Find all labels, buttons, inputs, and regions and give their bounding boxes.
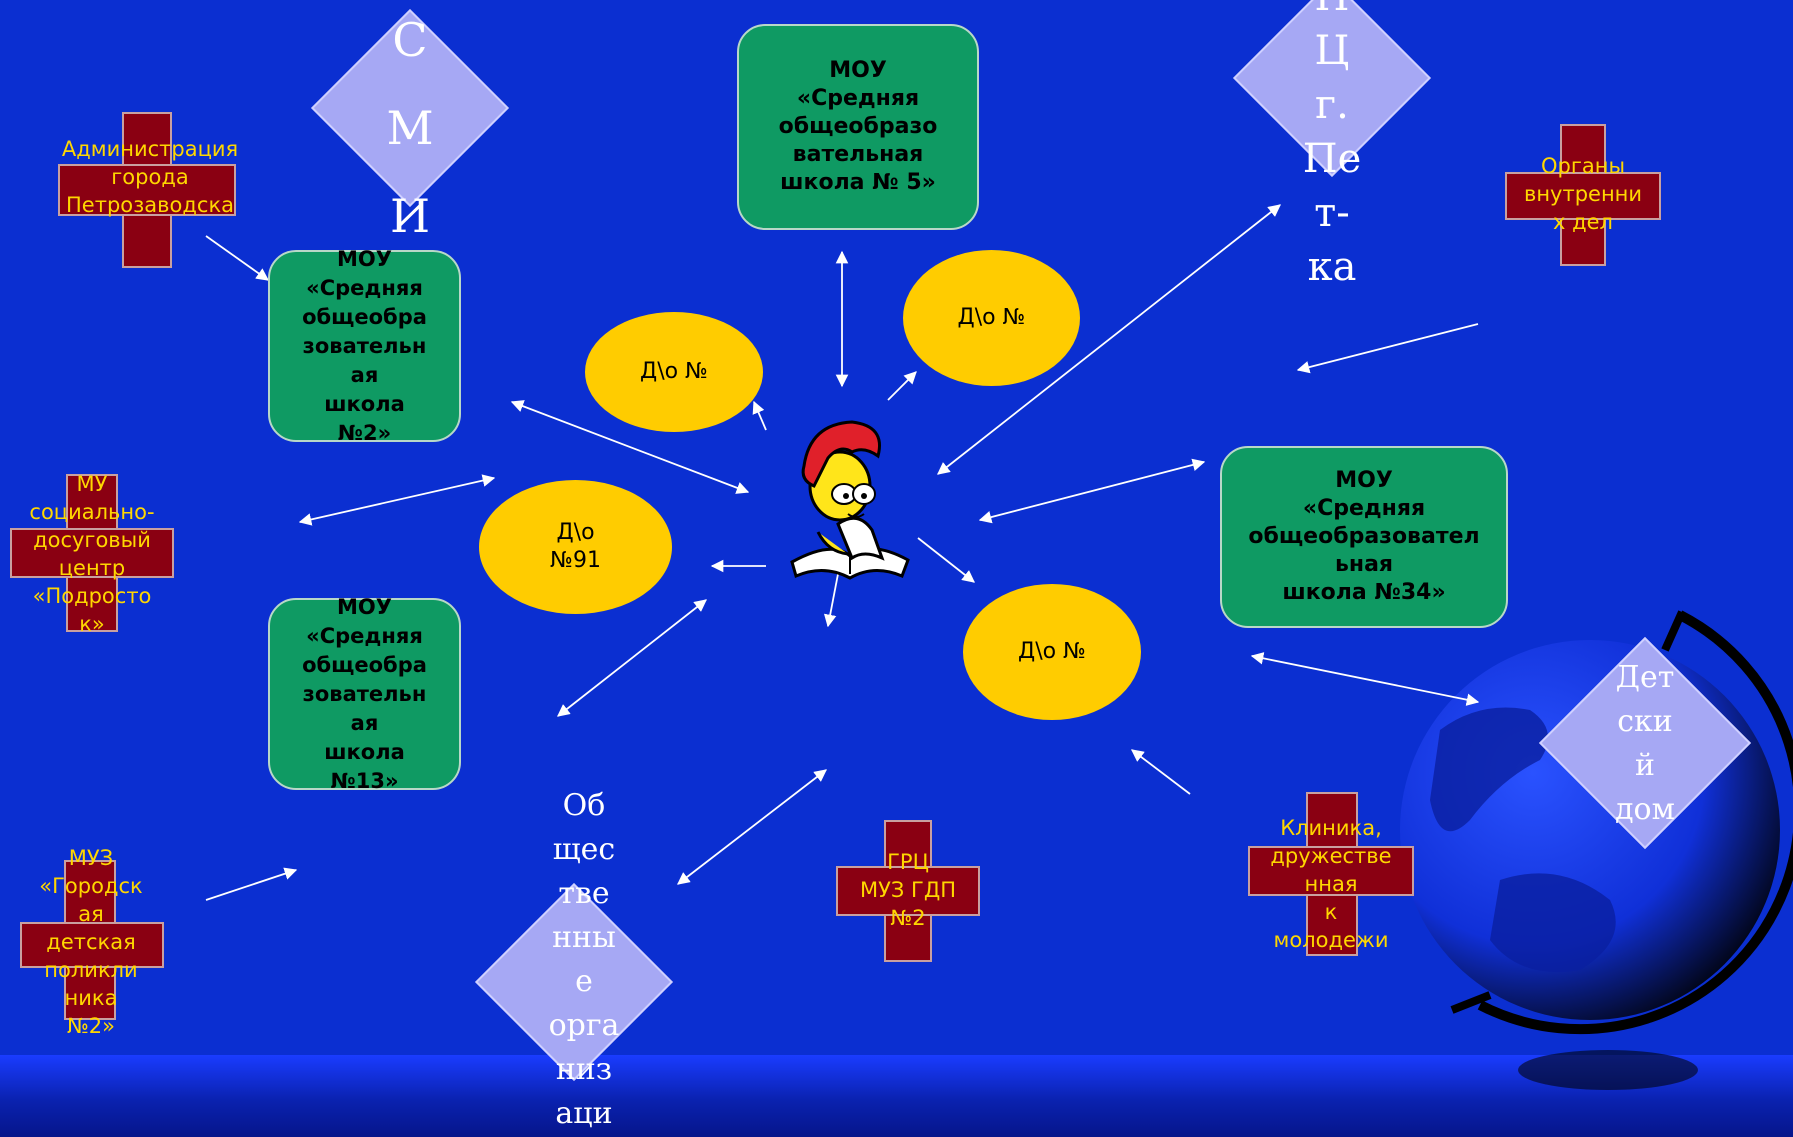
oval-do-3: Д\о № (963, 584, 1141, 720)
school-5: МОУ «Средняя общеобразо вательная школа … (737, 24, 979, 230)
school-34: МОУ «Средняя общеобразовател ьная школа … (1220, 446, 1508, 628)
oval-do-1: Д\о № (585, 312, 763, 432)
cross-polyclinic-label: МУЗ «Городск ая детская поликли ника №2» (39, 846, 143, 1038)
school-2: МОУ «Средняя общеобра зовательн ая школа… (268, 247, 461, 445)
cross-police-label: Органы внутренни х дел (1523, 154, 1643, 234)
diamond-public-organizations-label: Об щес тве нны е орга низ аци (548, 788, 620, 1131)
cross-clinic-label: Клиника, дружестве нная к молодежи (1270, 816, 1392, 952)
cross-administration-label: Администрация города Петрозаводска (61, 137, 239, 217)
cross-grc-label: ГРЦ МУЗ ГДП №2 (859, 850, 957, 930)
reading-child-icon (790, 420, 910, 580)
oval-do-2: Д\о № (903, 250, 1080, 386)
diamond-mass-media-label: С М И (386, 13, 434, 243)
school-13: МОУ «Средняя общеобра зовательн ая школа… (268, 595, 461, 793)
bottom-band (0, 1055, 1793, 1137)
oval-do-91: Д\о №91 (479, 480, 672, 614)
diamond-orphanage-label: Дет ски й дом (1615, 660, 1675, 827)
cross-youth-center-label: МУ социально- досуговый центр «Подросто … (29, 472, 155, 636)
diamond-cc-label: Н Ц г. Пе т- ка (1302, 0, 1362, 290)
